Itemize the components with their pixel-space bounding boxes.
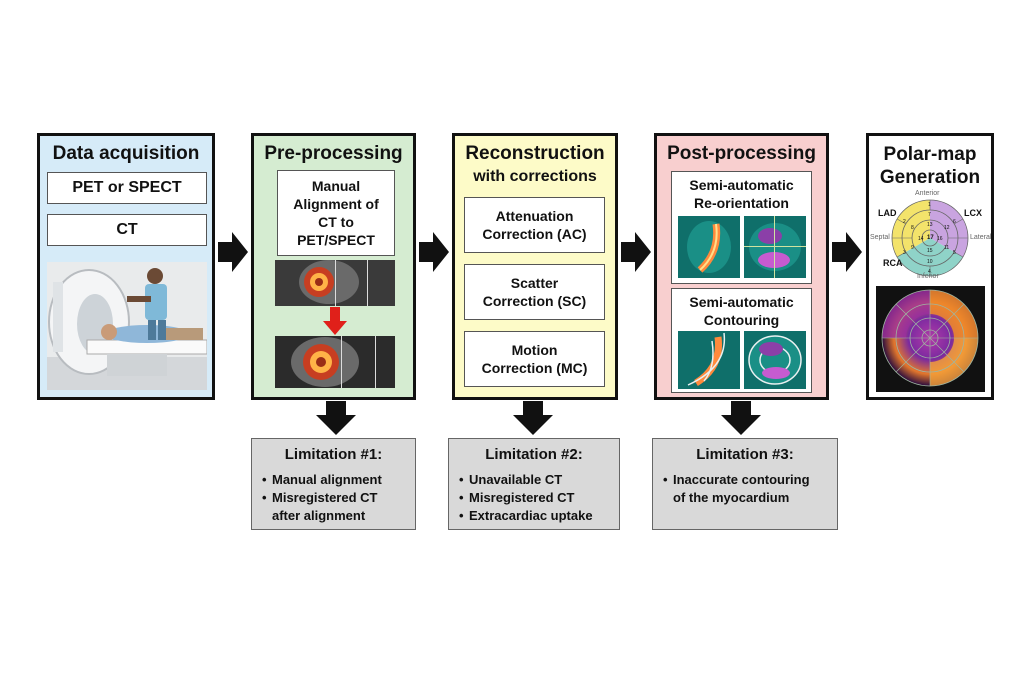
box-line: PET/SPECT [297, 232, 375, 248]
limitation-title: Limitation #1: [284, 446, 383, 463]
panel-line: Contouring [703, 312, 780, 328]
polar-map-image [876, 286, 985, 392]
aligned-fusion-image [275, 336, 395, 388]
stage-pre-processing: Pre-processing Manual Alignment of CT to… [251, 133, 416, 400]
scanner-photo [47, 262, 207, 390]
segment-number: 1 [928, 202, 931, 208]
limitation-list: Inaccurate contouring of the myocardium [653, 471, 837, 507]
limitation-list: Manual alignment Misregistered CT after … [252, 471, 415, 525]
stage-title: Polar-map [883, 144, 977, 165]
box-line: Motion [511, 342, 558, 358]
segment-number: 8 [911, 225, 914, 231]
stage-title: Post-processing [667, 143, 816, 164]
attenuation-correction-box: Attenuation Correction (AC) [464, 197, 605, 253]
box-line: Alignment of [293, 196, 379, 212]
limitation-3-box: Limitation #3: Inaccurate contouring of … [652, 438, 838, 530]
segment-number: 14 [918, 236, 924, 242]
box-line: CT to [318, 214, 354, 230]
limitation-item-continuation: after alignment [272, 508, 366, 523]
stage-title: Generation [879, 167, 981, 188]
stage-post-processing: Post-processing Semi-automatic Re-orient… [654, 133, 829, 400]
inferior-label: Inferior [917, 273, 939, 280]
segment-number: 6 [953, 219, 956, 225]
arrow-right-icon [832, 232, 862, 272]
segment-number: 15 [927, 248, 933, 254]
segment-number: 2 [903, 219, 906, 225]
panel-line: Semi-automatic [689, 294, 794, 310]
segment-number: 11 [944, 245, 950, 251]
arrow-down-icon [721, 401, 761, 435]
stage-data-acquisition: Data acquisition PET or SPECT CT [37, 133, 215, 400]
limitation-item: Extracardiac uptake [459, 507, 619, 525]
limitation-item: Manual alignment [262, 471, 415, 489]
anterior-label: Anterior [915, 190, 940, 197]
panel-line: Semi-automatic [689, 177, 794, 193]
limitation-item: Inaccurate contouring [663, 471, 837, 489]
rca-label: RCA [883, 258, 903, 268]
stage-title: Reconstruction [465, 143, 605, 164]
contouring-images [678, 331, 806, 389]
limitation-1-box: Limitation #1: Manual alignment Misregis… [251, 438, 416, 530]
arrow-right-icon [218, 232, 248, 272]
segment-number: 4 [928, 269, 931, 275]
box-line: Scatter [510, 275, 559, 291]
lcx-label: LCX [964, 208, 982, 218]
lad-label: LAD [878, 208, 897, 218]
limitation-item: Unavailable CT [459, 471, 619, 489]
arrow-down-icon [513, 401, 553, 435]
box-line: Correction (SC) [482, 293, 587, 309]
manual-alignment-box: Manual Alignment of CT to PET/SPECT [277, 170, 395, 256]
misaligned-fusion-image [275, 260, 395, 306]
limitation-item: Misregistered CT [459, 489, 619, 507]
pet-spect-label: PET or SPECT [72, 179, 182, 196]
stage-subtitle: with corrections [473, 168, 597, 185]
ct-box: CT [47, 214, 207, 246]
box-line: Correction (MC) [481, 360, 588, 376]
red-down-arrow-icon [323, 307, 347, 335]
box-line: Attenuation [495, 208, 574, 224]
ct-label: CT [116, 221, 138, 238]
limitation-item-continuation: of the myocardium [673, 490, 790, 505]
limitation-list: Unavailable CT Misregistered CT Extracar… [449, 471, 619, 525]
segment-number: 17 [927, 235, 934, 241]
bullseye-diagram: Anterior Inferior Septal Lateral LAD LCX… [870, 190, 992, 280]
box-line: Manual [311, 178, 361, 194]
pet-spect-box: PET or SPECT [47, 172, 207, 204]
reorientation-images [678, 216, 806, 278]
panel-line: Re-orientation [694, 195, 789, 211]
limitation-title: Limitation #3: [696, 446, 794, 463]
segment-number: 9 [911, 245, 914, 251]
segment-number: 10 [927, 259, 933, 265]
arrow-down-icon [316, 401, 356, 435]
segment-number: 12 [944, 225, 950, 231]
arrow-right-icon [419, 232, 449, 272]
stage-reconstruction: Reconstruction with corrections Attenuat… [452, 133, 618, 400]
segment-number: 7 [928, 212, 931, 218]
box-line: Correction (AC) [482, 226, 587, 242]
reorientation-panel: Semi-automatic Re-orientation [671, 171, 812, 284]
scatter-correction-box: Scatter Correction (SC) [464, 264, 605, 320]
septal-label: Septal [870, 234, 890, 241]
segment-number: 16 [937, 236, 943, 242]
stage-title: Data acquisition [52, 143, 200, 164]
limitation-item: Misregistered CT [262, 489, 415, 507]
contouring-panel: Semi-automatic Contouring [671, 288, 812, 393]
limitation-2-box: Limitation #2: Unavailable CT Misregiste… [448, 438, 620, 530]
arrow-right-icon [621, 232, 651, 272]
segment-number: 13 [927, 222, 933, 228]
motion-correction-box: Motion Correction (MC) [464, 331, 605, 387]
segment-number: 3 [903, 250, 906, 256]
stage-polar-map: Polar-map Generation Anterior Inferior S… [866, 133, 994, 400]
limitation-title: Limitation #2: [485, 446, 583, 463]
lateral-label: Lateral [970, 234, 992, 241]
stage-title: Pre-processing [264, 143, 403, 164]
segment-number: 5 [953, 250, 956, 256]
